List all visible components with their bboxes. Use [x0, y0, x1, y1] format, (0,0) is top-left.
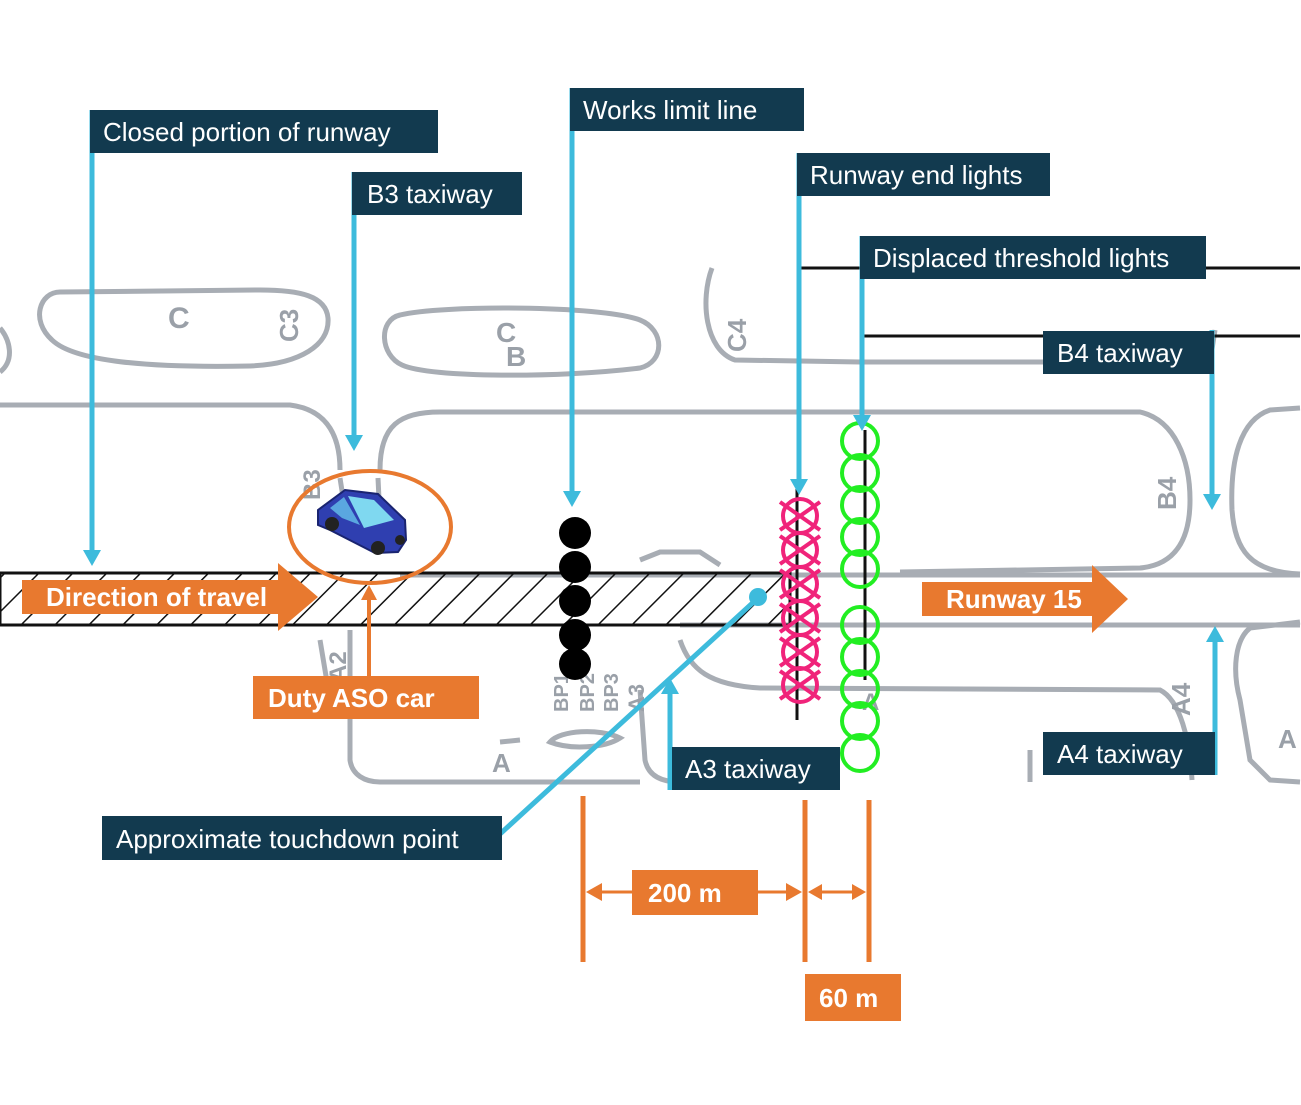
dimension-60m: 60 m [805, 974, 901, 1021]
upper-taxiway-edge-3 [1229, 405, 1301, 577]
runway-end-light [778, 531, 822, 569]
duty-aso-car-text: Duty ASO car [268, 683, 435, 713]
callout-b4-taxiway-text: B4 taxiway [1057, 338, 1183, 368]
leader-b3-arrowhead [345, 435, 363, 451]
dimension-200m: 200 m [632, 870, 758, 915]
callout-lines [83, 88, 1224, 836]
runway-end-light [778, 666, 822, 704]
runway-15-text: Runway 15 [946, 584, 1082, 614]
marking-c3: C3 [274, 309, 304, 342]
callout-a3-taxiway-text: A3 taxiway [685, 754, 811, 784]
displaced-threshold-lights [840, 421, 880, 773]
car-icon [317, 488, 408, 555]
callout-b4-taxiway: B4 taxiway [1043, 331, 1214, 374]
leader-a3-arrowhead [661, 678, 679, 694]
runway-end-light [778, 633, 822, 671]
duty-aso-car-label: Duty ASO car [253, 585, 479, 719]
callout-a4-taxiway: A4 taxiway [1043, 732, 1215, 775]
callout-b3-taxiway-text: B3 taxiway [367, 179, 493, 209]
marking-a-right: A [1278, 724, 1297, 754]
marking-c-2: C [496, 317, 516, 348]
callout-displaced-threshold-text: Displaced threshold lights [873, 243, 1169, 273]
callout-works-limit-line: Works limit line [570, 88, 804, 131]
callout-runway-end-lights-text: Runway end lights [810, 160, 1022, 190]
marking-bp2: BP2 [577, 673, 599, 712]
taxiway-c-stub [0, 326, 12, 374]
dimension-60m-text: 60 m [819, 983, 878, 1013]
works-limit-light [559, 551, 591, 583]
leader-touchdown [498, 596, 760, 836]
marking-bp3: BP3 [601, 673, 623, 712]
island-c4 [703, 267, 1218, 365]
works-limit-light [559, 648, 591, 680]
direction-of-travel-text: Direction of travel [46, 582, 267, 612]
lower-taxiway-edge [347, 630, 640, 785]
threshold-light [840, 549, 880, 589]
island-c-b [382, 305, 662, 378]
callout-b3-taxiway: B3 taxiway [352, 172, 522, 215]
threshold-light [840, 605, 880, 645]
callout-touchdown: Approximate touchdown point [102, 816, 502, 860]
marking-c-1: C [168, 302, 190, 335]
plan-top-stub [639, 549, 722, 568]
marking-a-left: A [492, 748, 511, 778]
touchdown-point-dot [749, 588, 767, 606]
works-limit-light [559, 517, 591, 549]
callout-displaced-threshold: Displaced threshold lights [860, 236, 1206, 279]
threshold-light [840, 733, 880, 773]
threshold-light [840, 453, 880, 493]
runway-15-arrow: Runway 15 [922, 565, 1128, 633]
callout-works-limit-line-text: Works limit line [583, 95, 757, 125]
leader-works-limit-arrowhead [563, 491, 581, 507]
works-limit-light [559, 585, 591, 617]
direction-of-travel-arrow: Direction of travel [22, 563, 318, 631]
callout-boxes: Closed portion of runway B3 taxiway Work… [90, 88, 1215, 860]
island-c-left [37, 287, 331, 369]
car-highlight-ellipse [287, 469, 453, 585]
runway-end-lights [778, 497, 822, 704]
marking-a4: A4 [1166, 682, 1196, 716]
threshold-light [840, 485, 880, 525]
marking-b4: B4 [1152, 476, 1182, 510]
threshold-light [840, 517, 880, 557]
callout-a3-taxiway: A3 taxiway [672, 747, 840, 790]
upper-taxiway-edge [0, 402, 343, 471]
plan-markings: C C3 C B C4 B3 B4 A2 A4 BP1 BP2 BP3 A3 A… [168, 302, 1297, 778]
leader-b4-arrowhead [1203, 494, 1221, 510]
marking-bp1: BP1 [551, 673, 573, 712]
works-limit-lights [559, 517, 591, 680]
leader-runway-end-arrowhead [790, 479, 808, 495]
threshold-light [840, 637, 880, 677]
works-limit-light [559, 619, 591, 651]
marking-b: B [506, 341, 526, 372]
callout-a4-taxiway-text: A4 taxiway [1057, 739, 1183, 769]
leader-threshold-arrowhead [853, 415, 871, 431]
leader-closed-runway-arrowhead [83, 550, 101, 566]
runway-end-light [778, 497, 822, 535]
a-left-arrow-box [499, 729, 625, 750]
upper-taxiway-edge-2 [377, 409, 1193, 575]
threshold-light [840, 701, 880, 741]
marking-c4: C4 [722, 318, 752, 352]
leader-a4-arrowhead [1206, 626, 1224, 642]
callout-touchdown-text: Approximate touchdown point [116, 824, 459, 854]
threshold-light [840, 669, 880, 709]
callout-runway-end-lights: Runway end lights [797, 153, 1050, 196]
dimension-200m-text: 200 m [648, 878, 722, 908]
a4-apron [1233, 619, 1301, 785]
callout-closed-runway: Closed portion of runway [90, 110, 438, 153]
callout-closed-runway-text: Closed portion of runway [103, 117, 391, 147]
